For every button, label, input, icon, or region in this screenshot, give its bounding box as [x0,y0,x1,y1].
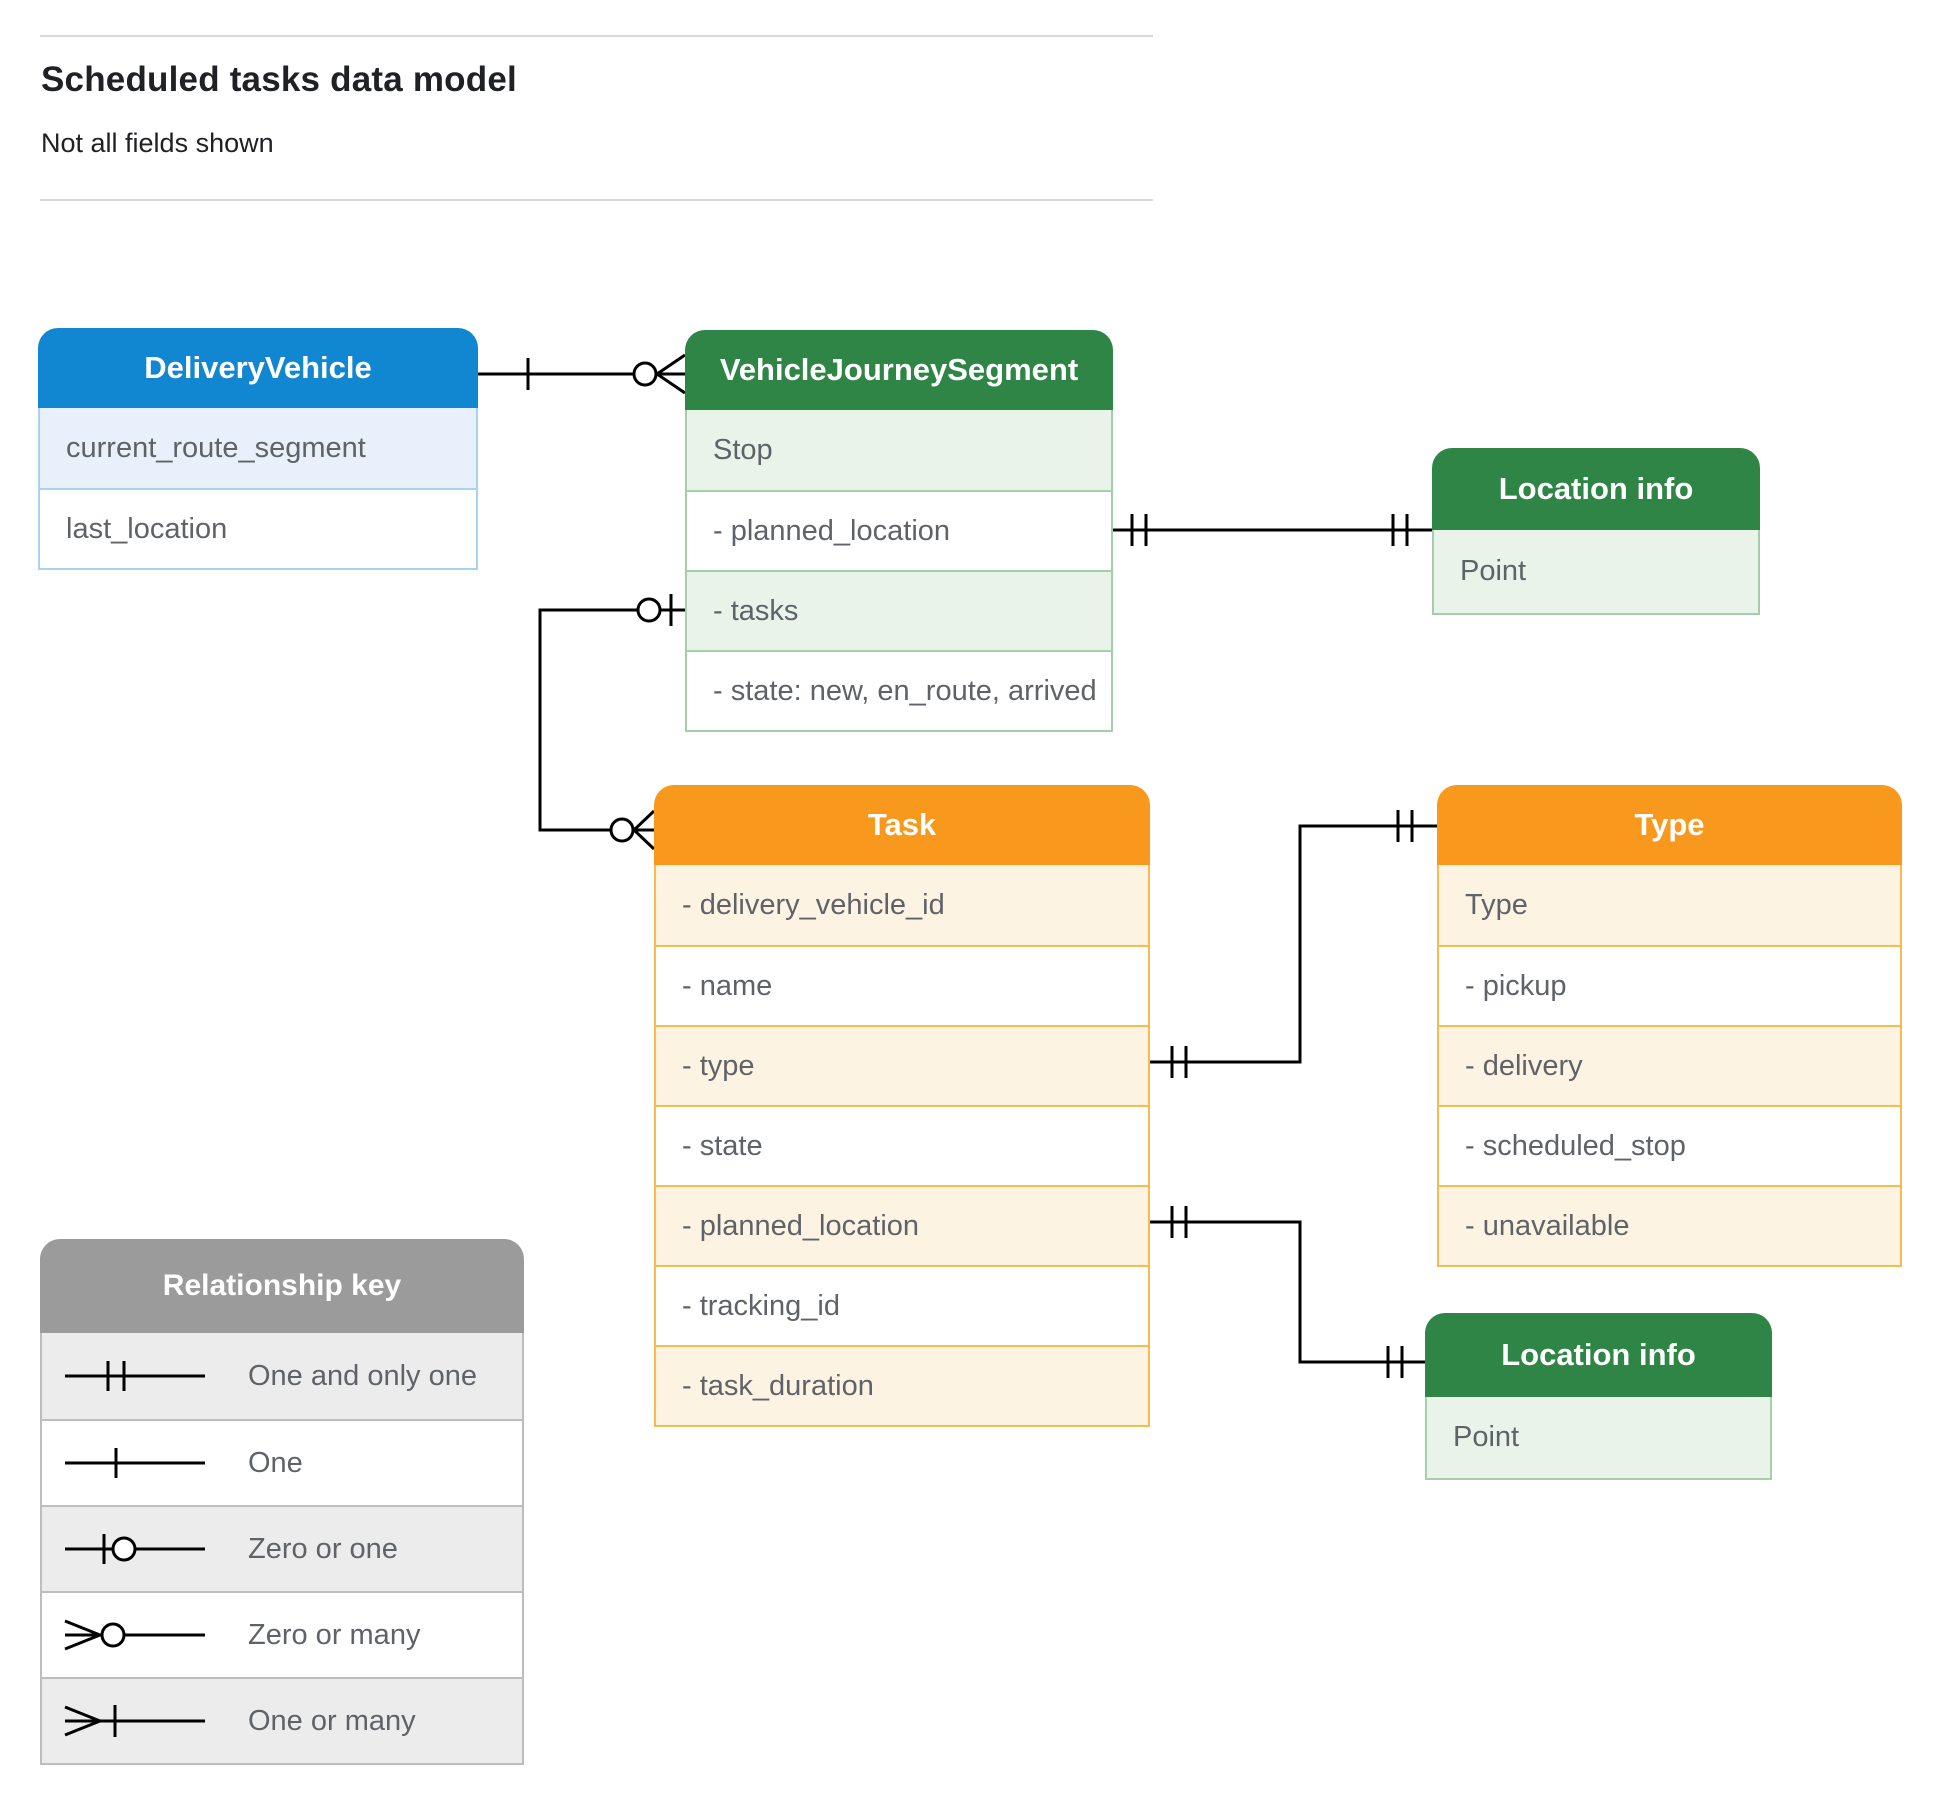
page-subtitle: Not all fields shown [41,128,274,158]
entity-field: - unavailable [1439,1185,1900,1265]
entity-title: Location info [1432,448,1760,530]
entity-location-info-top: Location info Point [1432,448,1760,615]
connector-vjs-locationinfo [1113,514,1432,546]
entity-vehicle-journey-segment: VehicleJourneySegment Stop - planned_loc… [685,330,1113,732]
entity-location-info-bottom: Location info Point [1425,1313,1772,1480]
entity-field: - tracking_id [656,1265,1148,1345]
one-and-only-one-symbol [60,1354,220,1398]
entity-type: Type Type - pickup - delivery - schedule… [1437,785,1902,1267]
legend-item-label: Zero or one [248,1532,398,1565]
entity-title: Location info [1425,1313,1772,1397]
entity-field: Stop [687,410,1111,490]
entity-field: - task_duration [656,1345,1148,1425]
entity-field: Point [1427,1397,1770,1478]
entity-task: Task - delivery_vehicle_id - name - type… [654,785,1150,1427]
entity-field: current_route_segment [40,408,476,488]
entity-field: - scheduled_stop [1439,1105,1900,1185]
entity-field: - state [656,1105,1148,1185]
divider-line-bottom [40,199,1153,201]
connector-task-type [1150,810,1437,1078]
relationship-key-title: Relationship key [40,1239,524,1333]
one-symbol [60,1441,220,1485]
legend-item: Zero or many [42,1591,522,1677]
legend-item: One or many [42,1677,522,1763]
legend-item: One and only one [42,1333,522,1419]
entity-field: - delivery_vehicle_id [656,865,1148,945]
legend-item: One [42,1419,522,1505]
page-title: Scheduled tasks data model [41,60,517,99]
entity-field: - delivery [1439,1025,1900,1105]
entity-title: Type [1437,785,1902,865]
entity-title: VehicleJourneySegment [685,330,1113,410]
legend-item-label: Zero or many [248,1618,421,1651]
entity-field: - tasks [687,570,1111,650]
entity-delivery-vehicle: DeliveryVehicle current_route_segment la… [38,328,478,570]
entity-field: - state: new, en_route, arrived [687,650,1111,730]
legend-item-label: One and only one [248,1359,477,1392]
connector-task-locationinfo [1150,1206,1425,1378]
entity-title: DeliveryVehicle [38,328,478,408]
entity-field: - type [656,1025,1148,1105]
zero-or-one-symbol [60,1527,220,1571]
entity-field: Point [1434,530,1758,613]
one-or-many-symbol [60,1699,220,1743]
entity-field: - name [656,945,1148,1025]
entity-field: Type [1439,865,1900,945]
legend-item-label: One [248,1446,303,1479]
entity-field: last_location [40,488,476,568]
divider-line-top [40,35,1153,37]
entity-field: - pickup [1439,945,1900,1025]
entity-field: - planned_location [656,1185,1148,1265]
entity-title: Task [654,785,1150,865]
legend-item-label: One or many [248,1704,416,1737]
legend-item: Zero or one [42,1505,522,1591]
entity-field: - planned_location [687,490,1111,570]
connector-deliveryvehicle-vehiclejourneysegment [478,353,686,395]
relationship-key: Relationship key One and only one One [40,1239,524,1765]
zero-or-many-symbol [60,1613,220,1657]
